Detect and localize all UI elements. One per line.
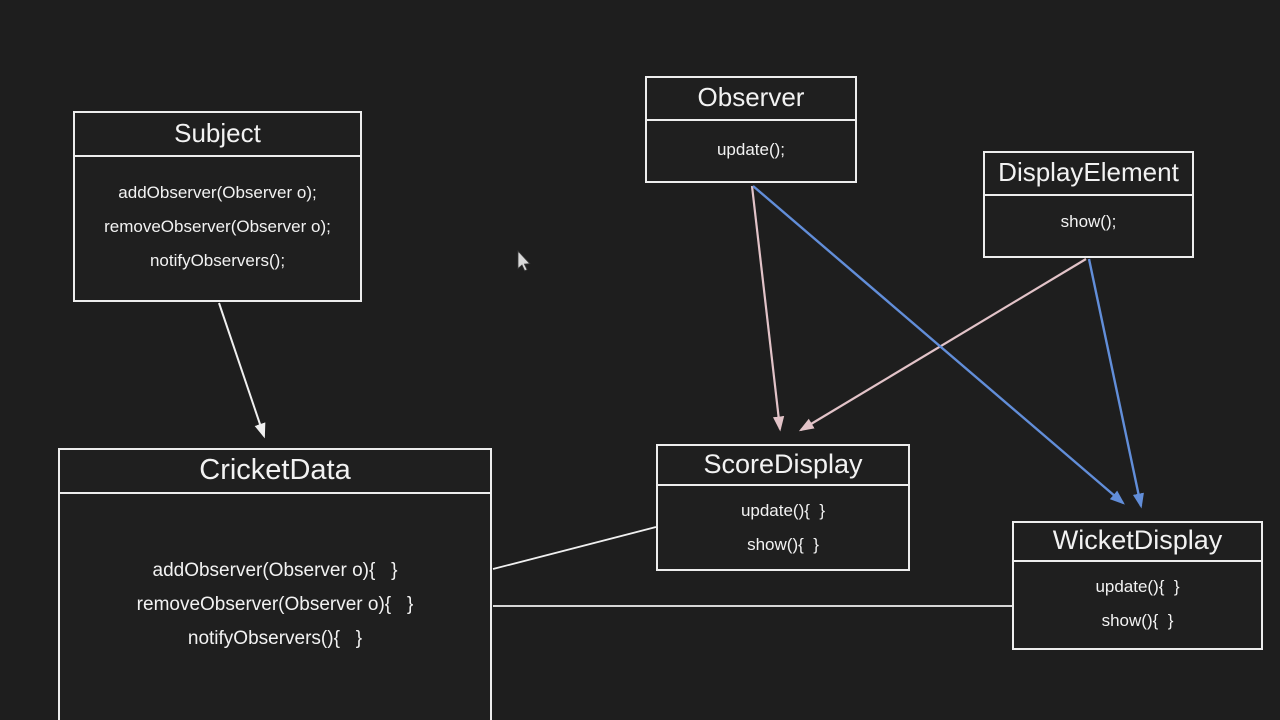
class-methods-subject: addObserver(Observer o); removeObserver(… [75, 157, 360, 278]
class-title-score-display: ScoreDisplay [658, 446, 908, 486]
class-box-wicket-display[interactable]: WicketDisplay update(){ } show(){ } [1012, 521, 1263, 650]
class-methods-display-element: show(); [985, 196, 1192, 239]
class-title-wicket-display: WicketDisplay [1014, 523, 1261, 562]
method-add-observer: addObserver(Observer o); [118, 183, 317, 202]
mouse-cursor-icon [517, 249, 531, 272]
method-update: update(); [716, 140, 786, 159]
method-remove-observer-impl: removeObserver(Observer o){ } [136, 594, 414, 615]
class-title-observer: Observer [647, 78, 855, 121]
class-title-cricket-data: CricketData [60, 450, 490, 494]
edge-displayelement-wicketdisplay [1087, 258, 1144, 509]
class-box-score-display[interactable]: ScoreDisplay update(){ } show(){ } [656, 444, 910, 571]
class-box-cricket-data[interactable]: CricketData addObserver(Observer o){ } r… [58, 448, 492, 720]
class-box-observer[interactable]: Observer update(); [645, 76, 857, 183]
method-show-impl: show(){ } [747, 535, 819, 554]
method-update-impl: update(){ } [740, 501, 826, 520]
class-methods-wicket-display: update(){ } show(){ } [1014, 562, 1261, 638]
method-show-impl: show(){ } [1101, 611, 1174, 630]
method-update-impl: update(){ } [1095, 577, 1180, 596]
method-notify-observers-impl: notifyObservers(){ } [187, 628, 363, 649]
class-methods-score-display: update(){ } show(){ } [658, 486, 908, 562]
edge-cricketdata-scoredisplay [492, 526, 657, 570]
class-box-subject[interactable]: Subject addObserver(Observer o); removeO… [73, 111, 362, 302]
edge-subject-cricketdata [218, 302, 266, 439]
edge-displayelement-scoredisplay [798, 258, 1087, 432]
class-methods-cricket-data: addObserver(Observer o){ } removeObserve… [60, 494, 490, 656]
method-remove-observer: removeObserver(Observer o); [104, 217, 331, 236]
class-title-subject: Subject [75, 113, 360, 157]
class-box-display-element[interactable]: DisplayElement show(); [983, 151, 1194, 258]
method-show: show(); [1060, 212, 1117, 231]
method-notify-observers: notifyObservers(); [149, 251, 286, 270]
method-add-observer-impl: addObserver(Observer o){ } [152, 560, 398, 581]
class-methods-observer: update(); [647, 121, 855, 167]
edge-observer-scoredisplay [750, 185, 785, 432]
class-title-display-element: DisplayElement [985, 153, 1192, 196]
